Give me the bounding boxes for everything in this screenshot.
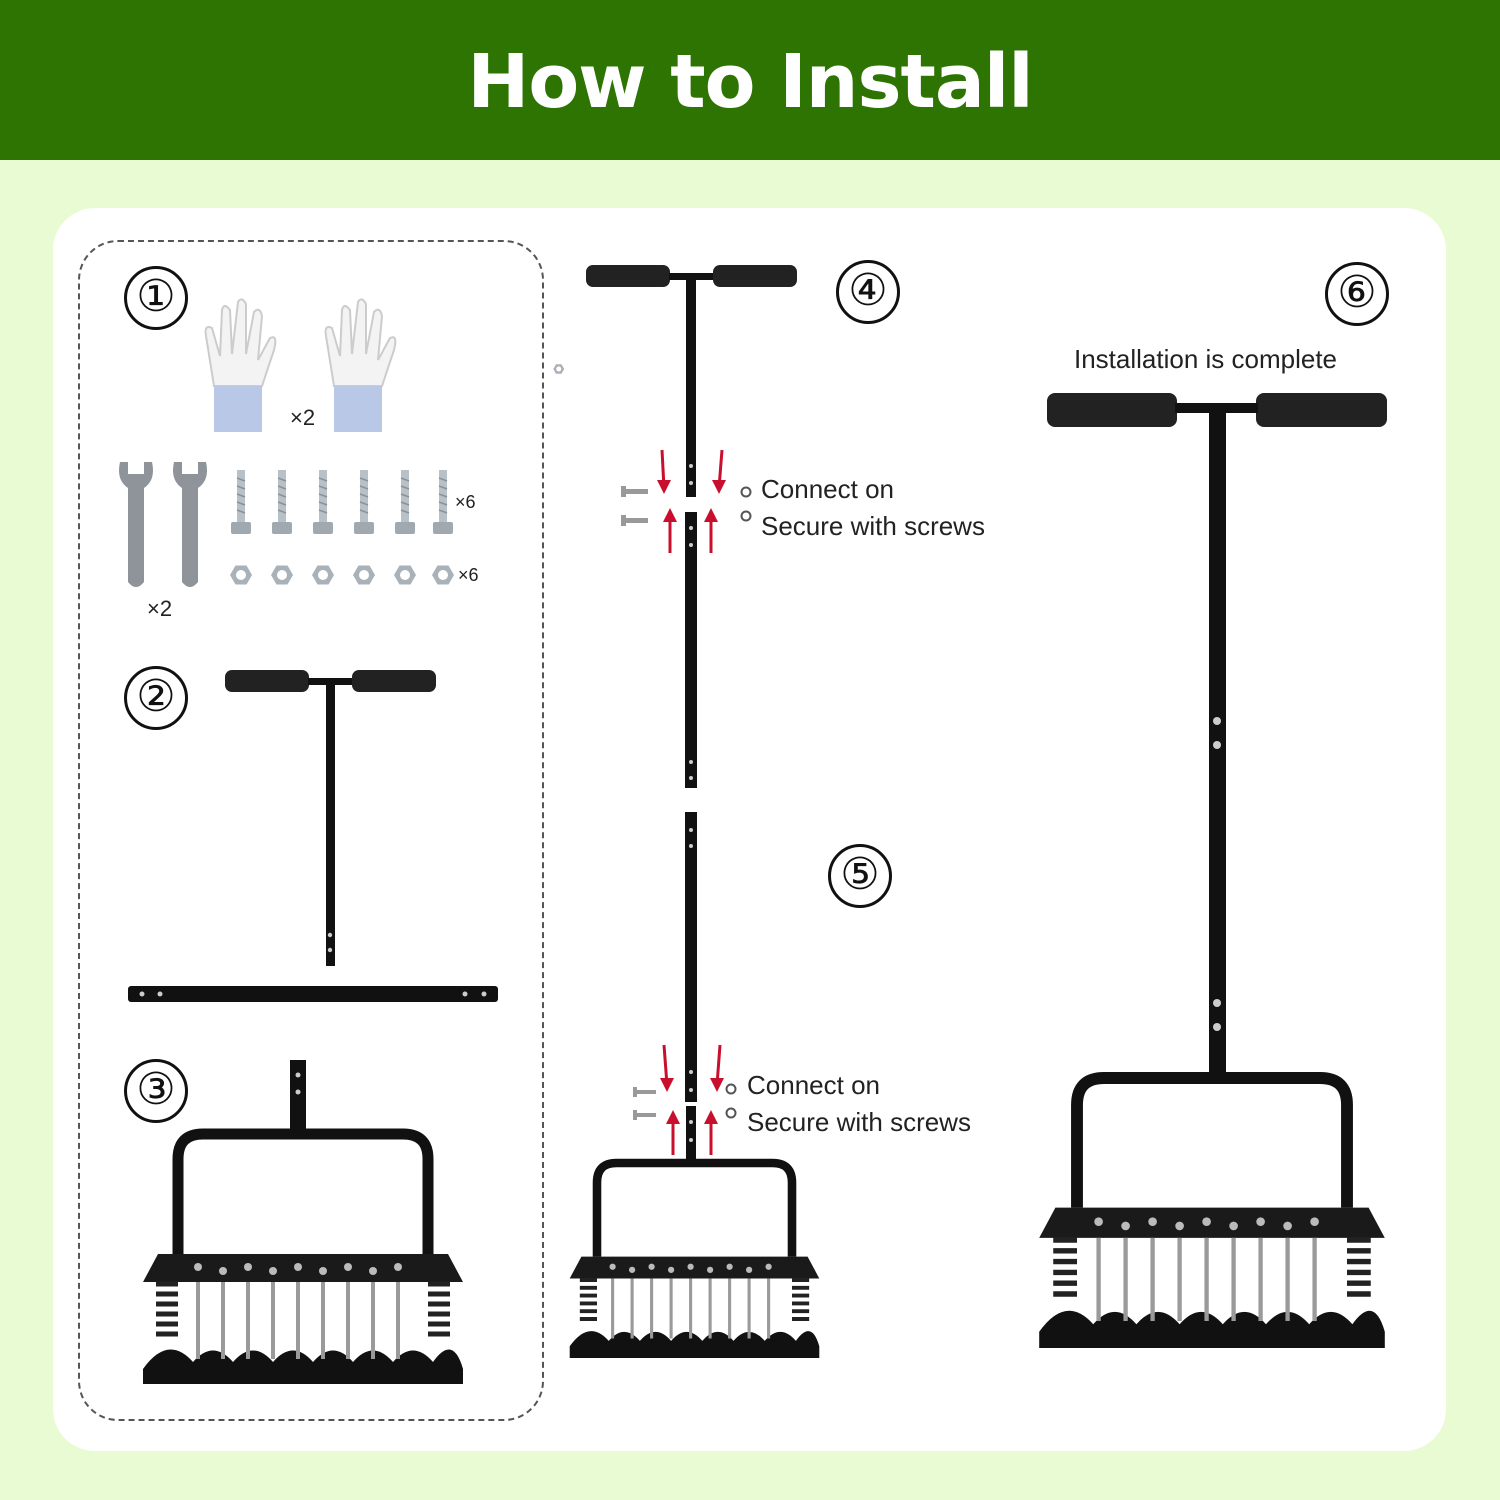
step-5-number: ⑤	[828, 844, 892, 908]
nut-icon	[725, 486, 752, 1119]
step4-assembly-illustration	[553, 265, 797, 788]
nuts-quantity: ×6	[458, 565, 479, 585]
step-4-number: ④	[836, 260, 900, 324]
step-6-number: ⑥	[1325, 262, 1389, 326]
parts-panel-border	[78, 240, 544, 1421]
step5-assembly-illustration	[570, 812, 820, 1358]
step2-middle-pole-illustration	[128, 986, 498, 1002]
step-1-number: ①	[124, 266, 188, 330]
step6-complete-illustration	[1039, 393, 1387, 1348]
nuts-illustration	[230, 565, 454, 585]
bolts-illustration	[230, 469, 454, 535]
step-3-number: ③	[124, 1059, 188, 1123]
page-title: How to Install	[467, 39, 1033, 125]
header-banner: How to Install	[0, 0, 1500, 160]
step4-connect-text: Connect on	[761, 474, 894, 504]
bolts-quantity: ×6	[455, 492, 476, 512]
wrench-quantity: ×2	[147, 596, 173, 621]
step5-connect-text: Connect on	[747, 1070, 880, 1100]
nut-icon	[553, 364, 565, 374]
step5-secure-text: Secure with screws	[747, 1107, 971, 1137]
step2-handle-illustration	[225, 670, 436, 966]
step4-secure-text: Secure with screws	[761, 511, 985, 541]
wrenches-illustration	[119, 462, 207, 587]
gloves-quantity: ×2	[290, 405, 316, 430]
step3-base-illustration	[143, 1060, 463, 1384]
step-2-number: ②	[124, 666, 188, 730]
installation-complete-caption: Installation is complete	[1074, 344, 1338, 374]
